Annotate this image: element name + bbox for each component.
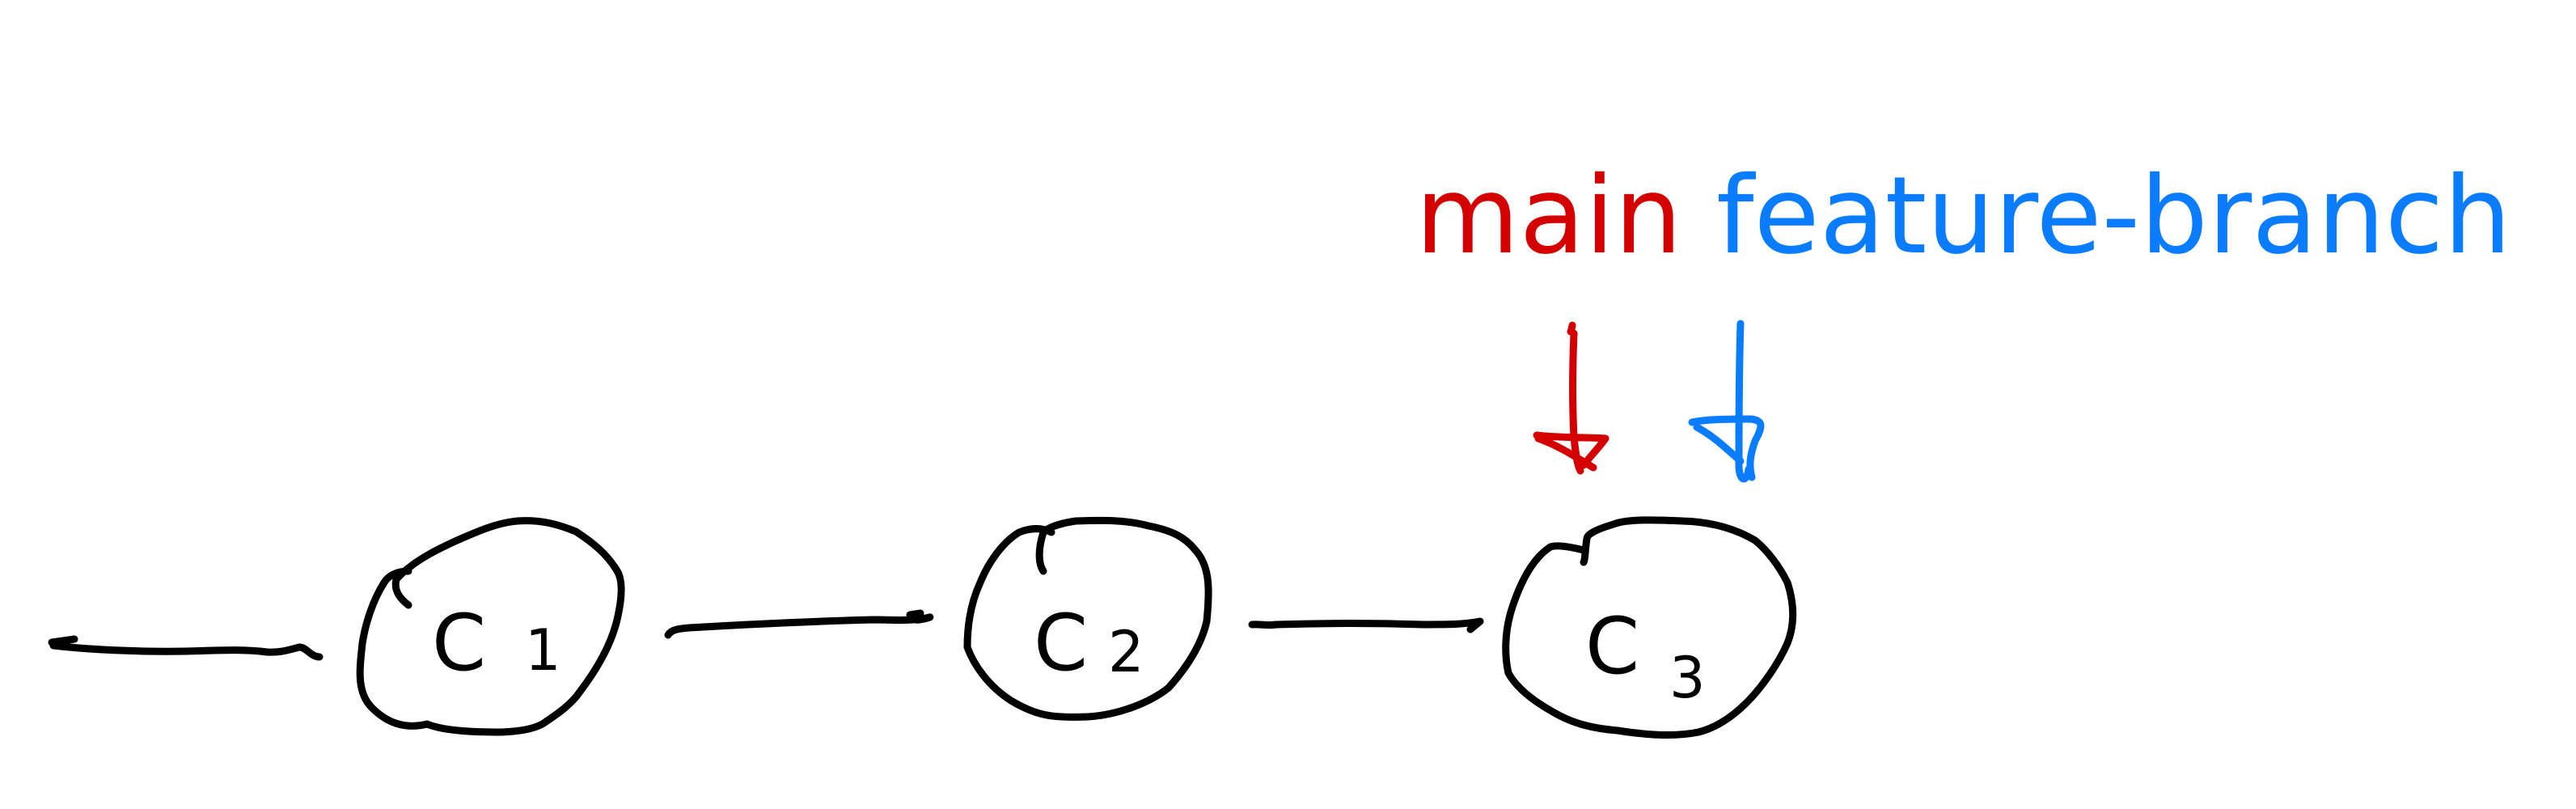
branch-label-main: main [1415, 154, 1682, 278]
commit-label-c3: C [1585, 601, 1639, 692]
commit-outline-c3 [1502, 516, 1797, 739]
commit-node-c1: C 1 [356, 517, 625, 736]
branch-pointer-feature-branch: feature-branch [1688, 154, 2511, 483]
history-line-incoming [48, 635, 324, 661]
branch-arrow-main [1533, 321, 1609, 475]
commit-subscript-c3: 3 [1669, 645, 1706, 711]
link-c2-c3 [1248, 617, 1484, 633]
commit-label-c2: C [1034, 598, 1088, 688]
commit-label-c1: C [432, 598, 486, 688]
link-c1-c2 [664, 609, 934, 639]
branch-pointer-main: main [1415, 154, 1682, 475]
commit-subscript-c2: 2 [1108, 619, 1144, 685]
commit-node-c2: C 2 [963, 516, 1212, 721]
branch-arrow-feature-branch [1688, 320, 1765, 483]
commit-outline-c2 [963, 516, 1212, 721]
commit-node-c3: C 3 [1502, 516, 1797, 739]
commit-outline-c1 [356, 517, 625, 736]
commit-subscript-c1: 1 [525, 617, 561, 684]
branch-label-feature-branch: feature-branch [1716, 154, 2511, 278]
